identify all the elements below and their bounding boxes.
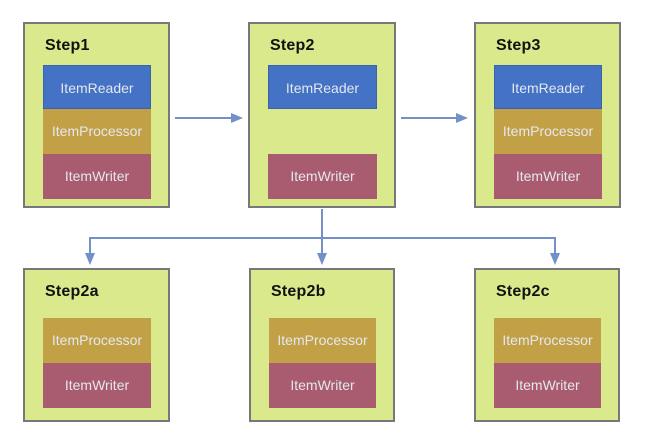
step-box-step2: Step2 ItemReader ItemWriter bbox=[248, 22, 396, 208]
item-processor-block: ItemProcessor bbox=[269, 318, 376, 363]
step-box-step1: Step1 ItemReader ItemProcessor ItemWrite… bbox=[23, 22, 170, 208]
item-writer-block: ItemWriter bbox=[268, 154, 377, 199]
step-title: Step2 bbox=[270, 37, 315, 54]
step-box-step2b: Step2b ItemProcessor ItemWriter bbox=[249, 268, 395, 422]
step-box-step3: Step3 ItemReader ItemProcessor ItemWrite… bbox=[474, 22, 621, 208]
step-box-step2c: Step2c ItemProcessor ItemWriter bbox=[474, 268, 620, 422]
item-writer-block: ItemWriter bbox=[269, 363, 376, 408]
item-reader-block: ItemReader bbox=[43, 65, 151, 109]
step-box-step2a: Step2a ItemProcessor ItemWriter bbox=[23, 268, 170, 422]
item-processor-block: ItemProcessor bbox=[494, 318, 601, 363]
step-title: Step2a bbox=[45, 283, 99, 300]
step-title: Step1 bbox=[45, 37, 90, 54]
step-title: Step3 bbox=[496, 37, 541, 54]
step-title: Step2c bbox=[496, 283, 550, 300]
step-title: Step2b bbox=[271, 283, 326, 300]
item-writer-block: ItemWriter bbox=[43, 154, 151, 199]
item-processor-block: ItemProcessor bbox=[43, 109, 151, 154]
item-reader-block: ItemReader bbox=[268, 65, 377, 109]
item-writer-block: ItemWriter bbox=[494, 154, 602, 199]
item-writer-block: ItemWriter bbox=[494, 363, 601, 408]
item-processor-block: ItemProcessor bbox=[43, 318, 151, 363]
item-processor-block: ItemProcessor bbox=[494, 109, 602, 154]
item-reader-block: ItemReader bbox=[494, 65, 602, 109]
item-writer-block: ItemWriter bbox=[43, 363, 151, 408]
